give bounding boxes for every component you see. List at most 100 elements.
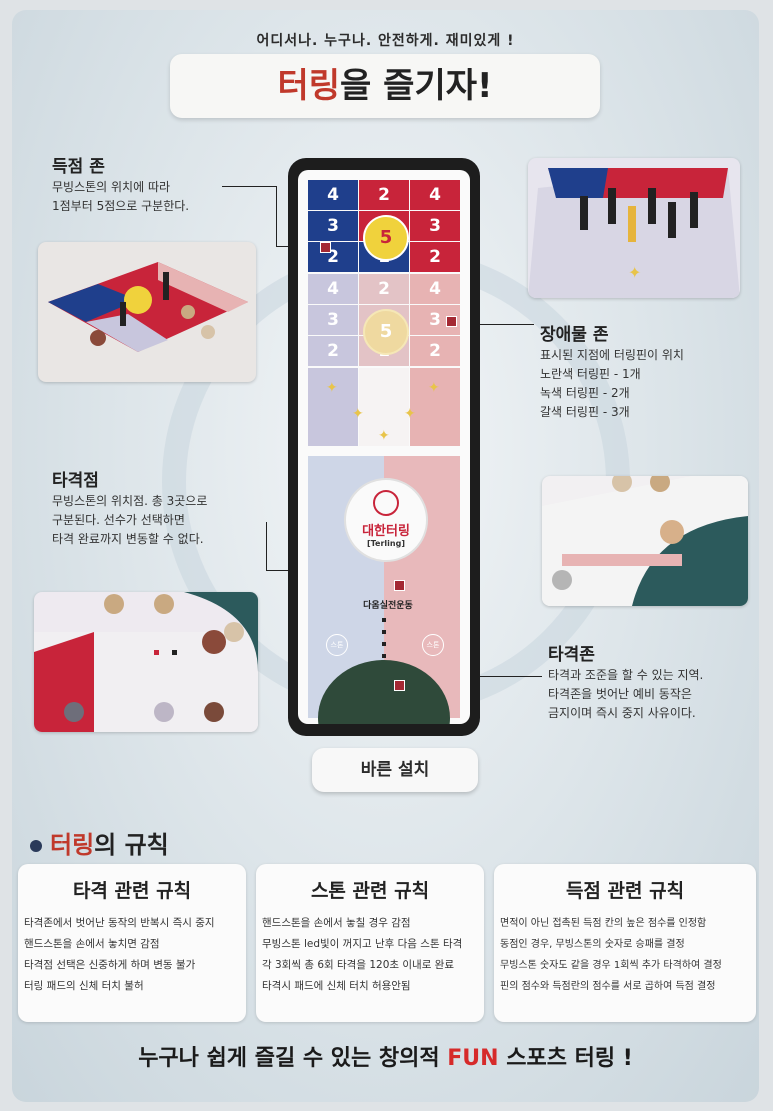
score-cell: 2 [308, 242, 358, 272]
footer-slogan: 누구나 쉽게 즐길 수 있는 창의적 FUN 스포츠 터링 ! [12, 1040, 759, 1072]
hit-point-line: 타격 완료까지 변동할 수 없다. [52, 532, 204, 546]
score-zone-marker [320, 242, 331, 253]
brand-text: 다옴실전운동 [363, 601, 413, 611]
hit-zone-illustration [542, 476, 748, 606]
score-zone-line: 무빙스톤의 위치에 따라 [52, 180, 171, 194]
hit-point-desc: 무빙스톤의 위치점. 총 3곳으로 구분된다. 선수가 선택하면 타격 완료까지… [52, 492, 207, 549]
rule-item: 터링 패드의 신체 터치 불허 [24, 980, 144, 992]
rule-item: 무빙스톤 led빛이 꺼지고 난후 다음 스톤 타격 [262, 938, 463, 950]
connector-line [446, 324, 534, 325]
score-cell: 3 [308, 211, 358, 241]
hit-point-photo [34, 592, 258, 732]
rule-item: 타격존에서 벗어난 동작의 반복시 즉시 중지 [24, 917, 215, 929]
board-surface: 4 2 4 3 3 2 1 2 5 4 2 4 3 3 2 1 2 5 [298, 170, 470, 724]
mid-five-circle: 5 [363, 309, 409, 355]
rule-card-score: 득점 관련 규칙 면적이 아닌 접촉된 득점 칸의 높은 점수를 인정함 동점인… [494, 864, 756, 1022]
rules-heading-highlight: 터링 [50, 831, 95, 859]
rule-card-stone: 스톤 관련 규칙 핸드스톤을 손에서 놓칠 경우 감점 무빙스톤 led빛이 꺼… [256, 864, 484, 1022]
svg-text:✦: ✦ [628, 263, 641, 282]
hit-zone-marker [394, 680, 405, 691]
hit-zone-line: 타격존을 벗어난 예비 동작은 [548, 687, 692, 701]
hit-point-illustration [34, 592, 258, 732]
install-label: 바른 설치 [312, 748, 478, 792]
poster: 어디서나. 누구나. 안전하게. 재미있게 ! 터링을 즐기자! 득점 존 무빙… [12, 10, 759, 1102]
hit-point-title: 타격점 [52, 471, 99, 491]
score-cell: 4 [410, 274, 460, 304]
obstacle-zone-desc: 표시된 지점에 터링핀이 위치 노란색 터링핀 - 1개 녹색 터링핀 - 2개… [540, 346, 684, 422]
score-cell: 4 [308, 180, 358, 210]
score-cell: 2 [359, 274, 409, 304]
rule-item: 면적이 아닌 접촉된 득점 칸의 높은 점수를 인정함 [500, 918, 707, 929]
center-five-circle: 5 [363, 215, 409, 261]
hit-zone-title: 타격존 [548, 645, 595, 665]
score-cell: 2 [410, 336, 460, 366]
score-zone-title: 득점 존 [52, 157, 105, 177]
sparkle-icon: ✦ [428, 380, 440, 396]
hit-zone-photo [542, 476, 748, 606]
score-cell: 3 [308, 305, 358, 335]
footer-text-end: 스포츠 터링 ! [498, 1046, 633, 1071]
rules-heading-rest: 의 규칙 [94, 831, 169, 859]
rule-card-title: 득점 관련 규칙 [565, 880, 685, 902]
rule-item: 타격점 선택은 신중하게 하며 변동 불가 [24, 959, 196, 971]
logo-subtext: [Terling] [367, 539, 405, 548]
score-cell: 3 [410, 211, 460, 241]
rule-card-hit: 타격 관련 규칙 타격존에서 벗어난 동작의 반복시 즉시 중지 핸드스톤을 손… [18, 864, 246, 1022]
hit-zone-line: 타격과 조준을 할 수 있는 지역. [548, 668, 704, 682]
rules-heading: 터링의 규칙 [30, 825, 169, 860]
tagline: 어디서나. 누구나. 안전하게. 재미있게 ! [256, 33, 515, 49]
obstacle-zone-illustration: ✦ [528, 168, 740, 298]
title-rest: 을 즐기자! [340, 66, 493, 106]
score-zone-desc: 무빙스톤의 위치에 따라 1점부터 5점으로 구분한다. [52, 178, 189, 216]
score-cell: 4 [410, 180, 460, 210]
obstacle-marker [446, 316, 457, 327]
center-dots [382, 618, 386, 658]
rule-item: 무빙스톤 숫자도 같을 경우 1회씩 추가 타격하여 결정 [500, 960, 722, 971]
footer-text: 누구나 쉽게 즐길 수 있는 창의적 [138, 1046, 448, 1071]
obstacle-zone-title: 장애물 존 [540, 325, 609, 345]
connector-line [222, 186, 277, 187]
hitting-area: 대한터링 [Terling] 다옴실전운동 스톤 스톤 [308, 456, 460, 724]
obstacle-zone-line: 표시된 지점에 터링핀이 위치 [540, 348, 684, 362]
score-zone-photo [38, 242, 256, 382]
obstacle-zone-line: 갈색 터링핀 - 3개 [540, 405, 630, 419]
rule-card-title: 스톤 관련 규칙 [310, 880, 430, 902]
rule-list: 타격존에서 벗어난 동작의 반복시 즉시 중지 핸드스톤을 손에서 놓치면 감점… [18, 913, 246, 997]
hit-zone-desc: 타격과 조준을 할 수 있는 지역. 타격존을 벗어난 예비 동작은 금지이며 … [548, 666, 703, 723]
obstacle-zone-photo: ✦ [528, 158, 740, 298]
score-cell: 2 [308, 336, 358, 366]
sparkle-icon: ✦ [404, 406, 416, 422]
rule-item: 핸드스톤을 손에서 놓치면 감점 [24, 938, 160, 950]
terling-board: 4 2 4 3 3 2 1 2 5 4 2 4 3 3 2 1 2 5 [288, 158, 480, 736]
rule-card-title: 타격 관련 규칙 [72, 880, 192, 902]
rule-item: 타격시 패드에 신체 터치 허용안됨 [262, 980, 411, 992]
rule-list: 면적이 아닌 접촉된 득점 칸의 높은 점수를 인정함 동점인 경우, 무빙스톤… [494, 913, 756, 997]
sparkle-icon: ✦ [378, 428, 390, 444]
hit-point-line: 무빙스톤의 위치점. 총 3곳으로 [52, 494, 208, 508]
rule-item: 핸드스톤을 손에서 놓칠 경우 감점 [262, 917, 411, 929]
logo-circle: 대한터링 [Terling] [344, 478, 428, 562]
connector-line [266, 522, 267, 570]
logo-text: 대한터링 [362, 524, 410, 539]
obstacle-band: ✦ ✦ ✦ ✦ ✦ [308, 368, 460, 446]
page-title: 터링을 즐기자! [170, 54, 600, 118]
score-cell: 2 [359, 180, 409, 210]
rule-item: 핀의 점수와 득점란의 점수를 서로 곱하여 득점 결정 [500, 981, 716, 992]
logo-figure-icon [373, 490, 399, 516]
bullet-icon [30, 840, 42, 852]
rule-item: 각 3회씩 총 6회 타격을 120초 이내로 완료 [262, 959, 455, 971]
score-zone-illustration [48, 262, 248, 352]
sparkle-icon: ✦ [352, 406, 364, 422]
hit-zone-line: 금지이며 즉시 중지 사유이다. [548, 706, 696, 720]
footer-fun: FUN [447, 1046, 499, 1071]
hit-point-marker [394, 580, 405, 591]
score-cell: 4 [308, 274, 358, 304]
obstacle-zone-line: 노란색 터링핀 - 1개 [540, 367, 641, 381]
obstacle-zone-line: 녹색 터링핀 - 2개 [540, 386, 630, 400]
stone-left-badge: 스톤 [326, 634, 348, 656]
hit-point-line: 구분된다. 선수가 선택하면 [52, 513, 185, 527]
rule-list: 핸드스톤을 손에서 놓칠 경우 감점 무빙스톤 led빛이 꺼지고 난후 다음 … [256, 913, 484, 997]
title-highlight: 터링 [277, 66, 341, 106]
connector-line [276, 186, 277, 246]
stone-right-badge: 스톤 [422, 634, 444, 656]
